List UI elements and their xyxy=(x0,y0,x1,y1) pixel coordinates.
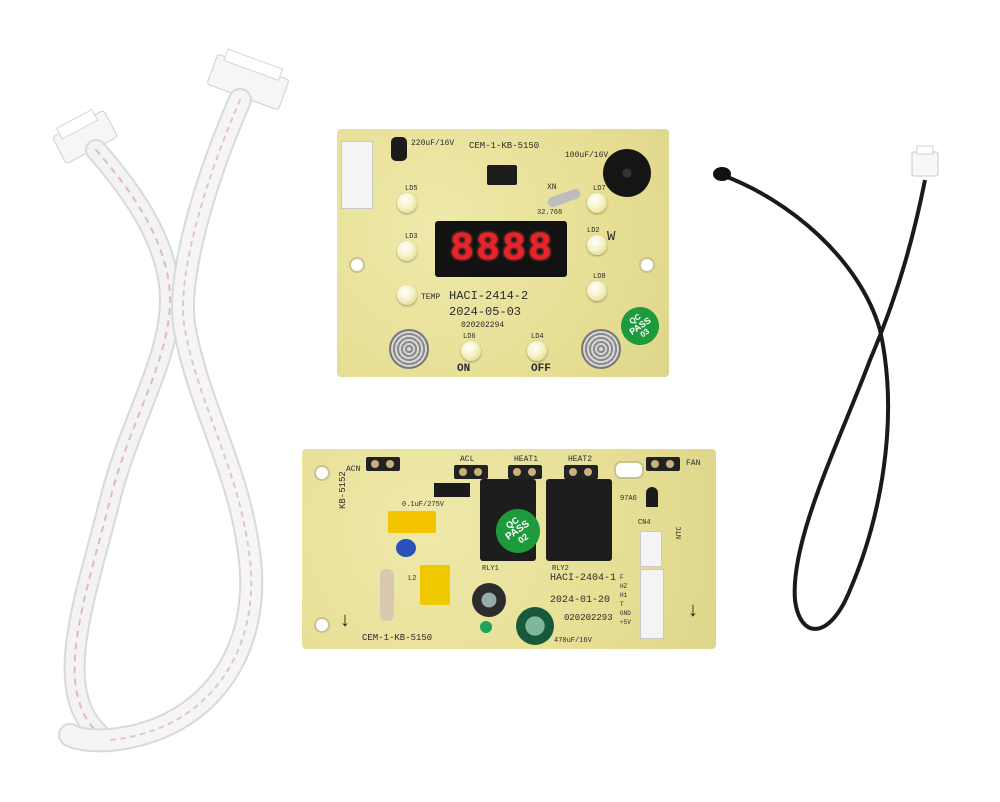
cn4-label: CN4 xyxy=(638,519,651,527)
blue-capacitor xyxy=(396,539,416,557)
w-label: W xyxy=(607,229,616,245)
led xyxy=(587,193,607,213)
segment-digit: 8 xyxy=(449,226,474,272)
terminal-label: ACL xyxy=(460,455,475,464)
led-green xyxy=(480,621,492,633)
yellow-capacitor xyxy=(388,511,436,533)
ld-label: LD7 xyxy=(593,185,606,193)
pin-labels: F HZ H1 T GND +5V xyxy=(620,573,631,627)
inductor xyxy=(420,565,450,605)
power-board: ACN ACL HEAT1 HEAT2 FAN KB-5152 0.1uF/27… xyxy=(302,449,716,649)
terminal-label: ACN xyxy=(346,465,361,474)
ref-label: 97A6 xyxy=(620,495,637,503)
pin-label: H1 xyxy=(620,592,628,599)
sensor-tip xyxy=(713,167,731,181)
resistor xyxy=(380,569,394,621)
led xyxy=(461,341,481,361)
ld-label: LD8 xyxy=(593,273,606,281)
cap-right-label: 100uF/16V xyxy=(565,151,609,160)
ld-label: LD6 xyxy=(463,333,476,341)
qc-pass-sticker: QC PASS 03 xyxy=(613,299,667,353)
terminal-label: HEAT2 xyxy=(568,455,593,464)
crystal-label: 32.768 xyxy=(537,209,563,217)
mount-hole xyxy=(639,257,655,273)
display-board: 220uF/16V CEM-1-KB-5150 100uF/16V XN 32.… xyxy=(337,129,669,377)
mount-hole xyxy=(614,461,644,479)
mount-hole xyxy=(349,257,365,273)
ntc-label: NTC xyxy=(676,526,684,539)
led xyxy=(397,241,417,261)
terminal-block xyxy=(508,465,542,479)
buzzer xyxy=(603,149,651,197)
capacitor xyxy=(391,137,407,161)
ir-receiver xyxy=(487,165,517,185)
relay xyxy=(546,479,612,561)
led xyxy=(527,341,547,361)
pin-label: +5V xyxy=(620,619,631,626)
pin-label: F xyxy=(620,574,624,581)
model-label: HACI-2404-1 xyxy=(550,573,617,584)
serial-label: 020202294 xyxy=(461,321,505,330)
electrolytic-capacitor xyxy=(516,607,554,645)
temp-label: TEMP xyxy=(421,293,441,302)
arrow-icon: ↓ xyxy=(688,599,698,621)
terminal-block xyxy=(646,457,680,471)
terminal-block xyxy=(366,457,400,471)
pcb-code-label: CEM-1-KB-5150 xyxy=(362,633,433,643)
qc-line: 03 xyxy=(638,326,651,339)
display-board-connector xyxy=(341,141,373,209)
relay-label: RLY2 xyxy=(552,565,569,573)
touch-spring xyxy=(389,329,429,369)
pin-label: T xyxy=(620,601,624,608)
qc-line: 02 xyxy=(516,531,531,546)
transistor xyxy=(646,487,658,507)
terminal-block xyxy=(454,465,488,479)
on-label: ON xyxy=(457,363,471,375)
board-id-label: KB-5152 xyxy=(338,471,348,509)
ld-label: LD4 xyxy=(531,333,544,341)
display-connector xyxy=(640,569,664,639)
date-label: 2024-05-03 xyxy=(449,305,522,319)
pcb-code-label: CEM-1-KB-5150 xyxy=(469,141,540,151)
led xyxy=(587,235,607,255)
touch-spring xyxy=(581,329,621,369)
terminal-block xyxy=(564,465,598,479)
led xyxy=(397,193,417,213)
small-cap-label: 0.1uF/275V xyxy=(402,501,445,509)
date-label: 2024-01-20 xyxy=(550,595,611,606)
segment-digit: 8 xyxy=(502,226,527,272)
seven-segment-display: 8 8 8 8 xyxy=(435,221,567,277)
model-label: HACI-2414-2 xyxy=(449,289,529,303)
electrolytic-capacitor xyxy=(472,583,506,617)
off-label: OFF xyxy=(531,363,551,375)
l2-label: L2 xyxy=(408,575,417,583)
pin-label: HZ xyxy=(620,583,628,590)
ld-label: LD2 xyxy=(587,227,600,235)
mount-hole xyxy=(314,465,330,481)
mount-hole xyxy=(314,617,330,633)
ld-label: LD5 xyxy=(405,185,418,193)
segment-digit: 8 xyxy=(528,226,553,272)
ld-label: LD3 xyxy=(405,233,418,241)
ntc-connector xyxy=(640,531,662,567)
relay-label: RLY1 xyxy=(482,565,499,573)
cap-label: 470uF/16V xyxy=(554,637,592,645)
cap-left-label: 220uF/16V xyxy=(411,139,455,148)
xn-label: XN xyxy=(547,183,557,192)
transistor xyxy=(434,483,470,497)
sensor-connector xyxy=(911,145,939,177)
segment-digit: 8 xyxy=(475,226,500,272)
led xyxy=(397,285,417,305)
terminal-label: HEAT1 xyxy=(514,455,539,464)
led xyxy=(587,281,607,301)
pin-label: GND xyxy=(620,610,631,617)
terminal-label: FAN xyxy=(686,459,701,468)
ribbon-connector-large xyxy=(207,48,289,110)
serial-label: 020202293 xyxy=(564,613,613,623)
arrow-icon: ↓ xyxy=(340,609,350,631)
